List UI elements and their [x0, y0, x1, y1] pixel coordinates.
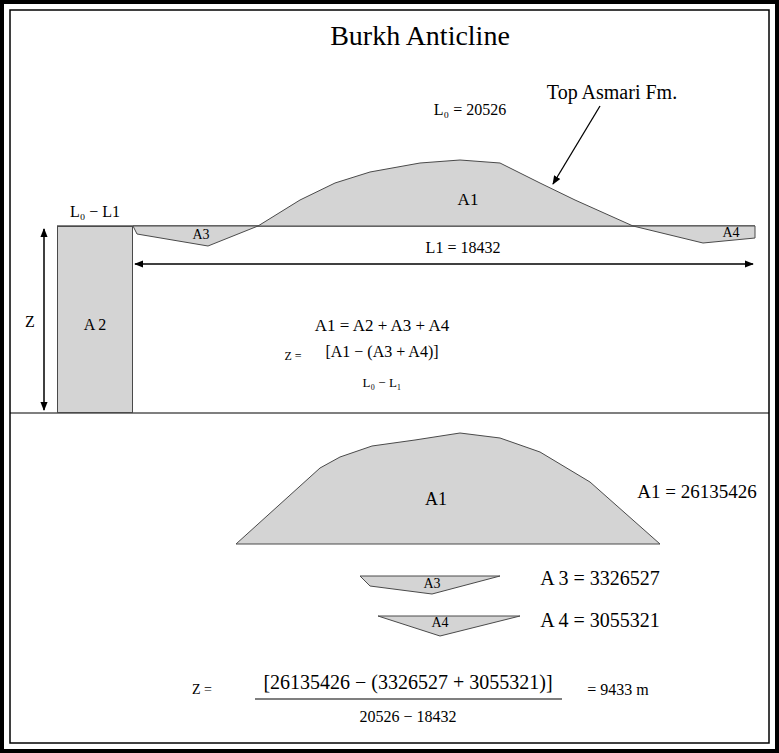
inner-frame	[10, 10, 769, 743]
area-shape: A3	[133, 226, 258, 246]
leader-arrow	[553, 106, 600, 184]
title: Burkh Anticline	[330, 21, 510, 52]
length-value: L₀ = 20526	[434, 101, 506, 119]
formula-numerator: [26135426 − (3326527 + 3055321)]	[263, 671, 552, 693]
formation-label: Top Asmari Fm.	[547, 81, 677, 103]
formula-lhs: Z =	[192, 682, 212, 697]
area-name: A3	[423, 576, 440, 591]
area-outline	[236, 433, 660, 544]
formula-denominator: L₀ − L₁	[363, 376, 402, 390]
area-value: A 3 = 3326527	[540, 567, 660, 589]
length-value: L1 = 18432	[426, 239, 501, 257]
area-value: A 4 = 3055321	[540, 609, 660, 631]
area-fill	[236, 433, 660, 544]
area-shape: A4	[378, 616, 520, 636]
area-shape: A3	[360, 576, 500, 594]
z-dimension-arrow	[43, 229, 45, 410]
area-outline	[258, 157, 633, 226]
area-name: A1	[458, 191, 479, 210]
area-value: A1 = 26135426	[637, 482, 756, 503]
formula-denominator: 20526 − 18432	[359, 708, 456, 726]
area-fill	[258, 160, 633, 226]
formula-numerator: [A1 − (A3 + A4)]	[325, 343, 438, 361]
fraction-line	[255, 698, 562, 699]
formula-lhs: Z =	[284, 350, 301, 363]
area-fill	[133, 226, 258, 246]
area-name: A1	[425, 490, 447, 510]
area-fill	[378, 616, 520, 636]
area-fill	[633, 226, 755, 243]
area-equation: A1 = A2 + A3 + A4	[315, 317, 450, 336]
area-name: A 2	[84, 316, 107, 334]
area-shape: A4	[633, 226, 755, 244]
area-name: A4	[722, 225, 739, 240]
area-outline	[378, 616, 520, 636]
area-shape: A1	[236, 433, 660, 544]
area-fill	[58, 227, 133, 413]
area-fill	[360, 576, 500, 594]
area-shape: A1	[258, 157, 633, 226]
l1-dimension-arrow	[135, 263, 753, 265]
area-rectangle: A 2	[57, 226, 133, 413]
formula-result: = 9433 m	[587, 681, 648, 699]
area-name: A4	[431, 615, 448, 630]
length-difference: L₀ − L1	[70, 203, 120, 221]
area-name: A3	[192, 227, 209, 242]
depth-symbol: Z	[25, 313, 35, 331]
